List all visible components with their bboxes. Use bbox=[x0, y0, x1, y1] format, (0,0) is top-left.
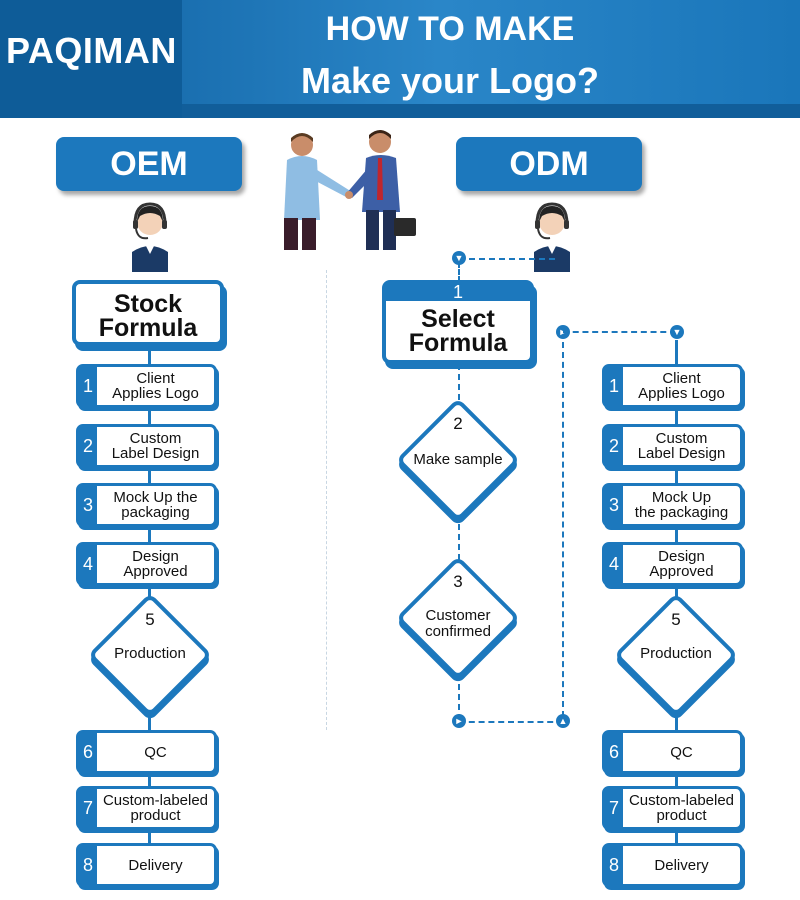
step-label: Mock Up the packaging bbox=[634, 489, 729, 521]
connector-arrow-icon: ▲ bbox=[556, 714, 570, 728]
step-number: 2 bbox=[79, 427, 97, 465]
step-number: 4 bbox=[605, 545, 623, 583]
step-label: Custom-labeled product bbox=[628, 792, 735, 824]
odm-step-3: 3 Mock Up the packaging bbox=[602, 483, 743, 527]
title-line2: Make your Logo? bbox=[300, 60, 600, 101]
odm-tab: ODM bbox=[456, 137, 642, 191]
oem-tab: OEM bbox=[56, 137, 242, 191]
oem-step-3: 3 Mock Up the packaging bbox=[76, 483, 217, 527]
odm-select-formula-box: 1 Select Formula bbox=[382, 280, 534, 364]
odm-top-connector bbox=[459, 258, 555, 260]
odm-mid-dashed-line bbox=[458, 364, 460, 720]
header-shadow bbox=[180, 104, 800, 118]
brand-name: PAQIMAN bbox=[6, 30, 177, 71]
step-number: 8 bbox=[79, 846, 97, 884]
odm-production-label: Production bbox=[640, 645, 712, 662]
handshake-illustration bbox=[284, 130, 416, 250]
odm-return-line bbox=[562, 332, 564, 717]
oem-agent-icon bbox=[132, 202, 168, 272]
step-label: Design Approved bbox=[649, 548, 714, 580]
step-number: 7 bbox=[605, 789, 623, 827]
odm-start-label: Select Formula bbox=[408, 305, 508, 357]
odm-diamond-number: 2 bbox=[453, 414, 463, 433]
step-label: Design Approved bbox=[123, 548, 188, 580]
oem-step-8: 8 Delivery bbox=[76, 843, 217, 887]
step-number: 3 bbox=[605, 486, 623, 524]
odm-diamond-label: Customer confirmed bbox=[425, 607, 491, 640]
step-label: Delivery bbox=[128, 856, 183, 874]
step-label: Mock Up the packaging bbox=[113, 489, 198, 521]
step-number: 7 bbox=[79, 789, 97, 827]
step-number: 8 bbox=[605, 846, 623, 884]
odm-diamond-number: 3 bbox=[453, 572, 463, 591]
step-label: Custom-labeled product bbox=[102, 792, 209, 824]
brand-box bbox=[0, 0, 182, 118]
connector-arrow-icon: ► bbox=[452, 714, 466, 728]
odm-agent-icon bbox=[534, 202, 570, 272]
step-number: 1 bbox=[79, 367, 97, 405]
step-label: Delivery bbox=[654, 856, 709, 874]
step-label: QC bbox=[670, 743, 693, 761]
odm-diamond-label: Make sample bbox=[413, 451, 503, 468]
step-label: Client Applies Logo bbox=[638, 370, 725, 402]
center-divider bbox=[326, 270, 327, 730]
odm-step-4: 4 Design Approved bbox=[602, 542, 743, 586]
connector-arrow-icon: ▼ bbox=[452, 251, 466, 265]
odm-start-number: 1 bbox=[385, 283, 531, 301]
oem-production-number: 5 bbox=[145, 610, 155, 629]
step-number: 2 bbox=[605, 427, 623, 465]
step-number: 4 bbox=[79, 545, 97, 583]
step-number: 1 bbox=[605, 367, 623, 405]
step-label: Custom Label Design bbox=[637, 430, 726, 462]
step-number: 3 bbox=[79, 486, 97, 524]
odm-step-1: 1 Client Applies Logo bbox=[602, 364, 743, 408]
odm-right-connector bbox=[563, 331, 676, 333]
odm-bottom-connector bbox=[459, 721, 563, 723]
oem-stock-formula-box: Stock Formula bbox=[72, 280, 224, 346]
step-label: Client Applies Logo bbox=[112, 370, 199, 402]
odm-step-6: 6 QC bbox=[602, 730, 743, 774]
oem-production-label: Production bbox=[114, 645, 186, 662]
oem-step-6: 6 QC bbox=[76, 730, 217, 774]
odm-step-2: 2 Custom Label Design bbox=[602, 424, 743, 468]
oem-step-4: 4 Design Approved bbox=[76, 542, 217, 586]
odm-top-drop bbox=[458, 262, 460, 282]
odm-production-number: 5 bbox=[671, 610, 681, 629]
step-label: QC bbox=[144, 743, 167, 761]
step-number: 6 bbox=[605, 733, 623, 771]
oem-step-2: 2 Custom Label Design bbox=[76, 424, 217, 468]
step-number: 6 bbox=[79, 733, 97, 771]
connector-arrow-icon: ▼ bbox=[670, 325, 684, 339]
title-line1: HOW TO MAKE bbox=[325, 10, 575, 48]
oem-step-1: 1 Client Applies Logo bbox=[76, 364, 217, 408]
odm-step-8: 8 Delivery bbox=[602, 843, 743, 887]
step-label: Custom Label Design bbox=[111, 430, 200, 462]
